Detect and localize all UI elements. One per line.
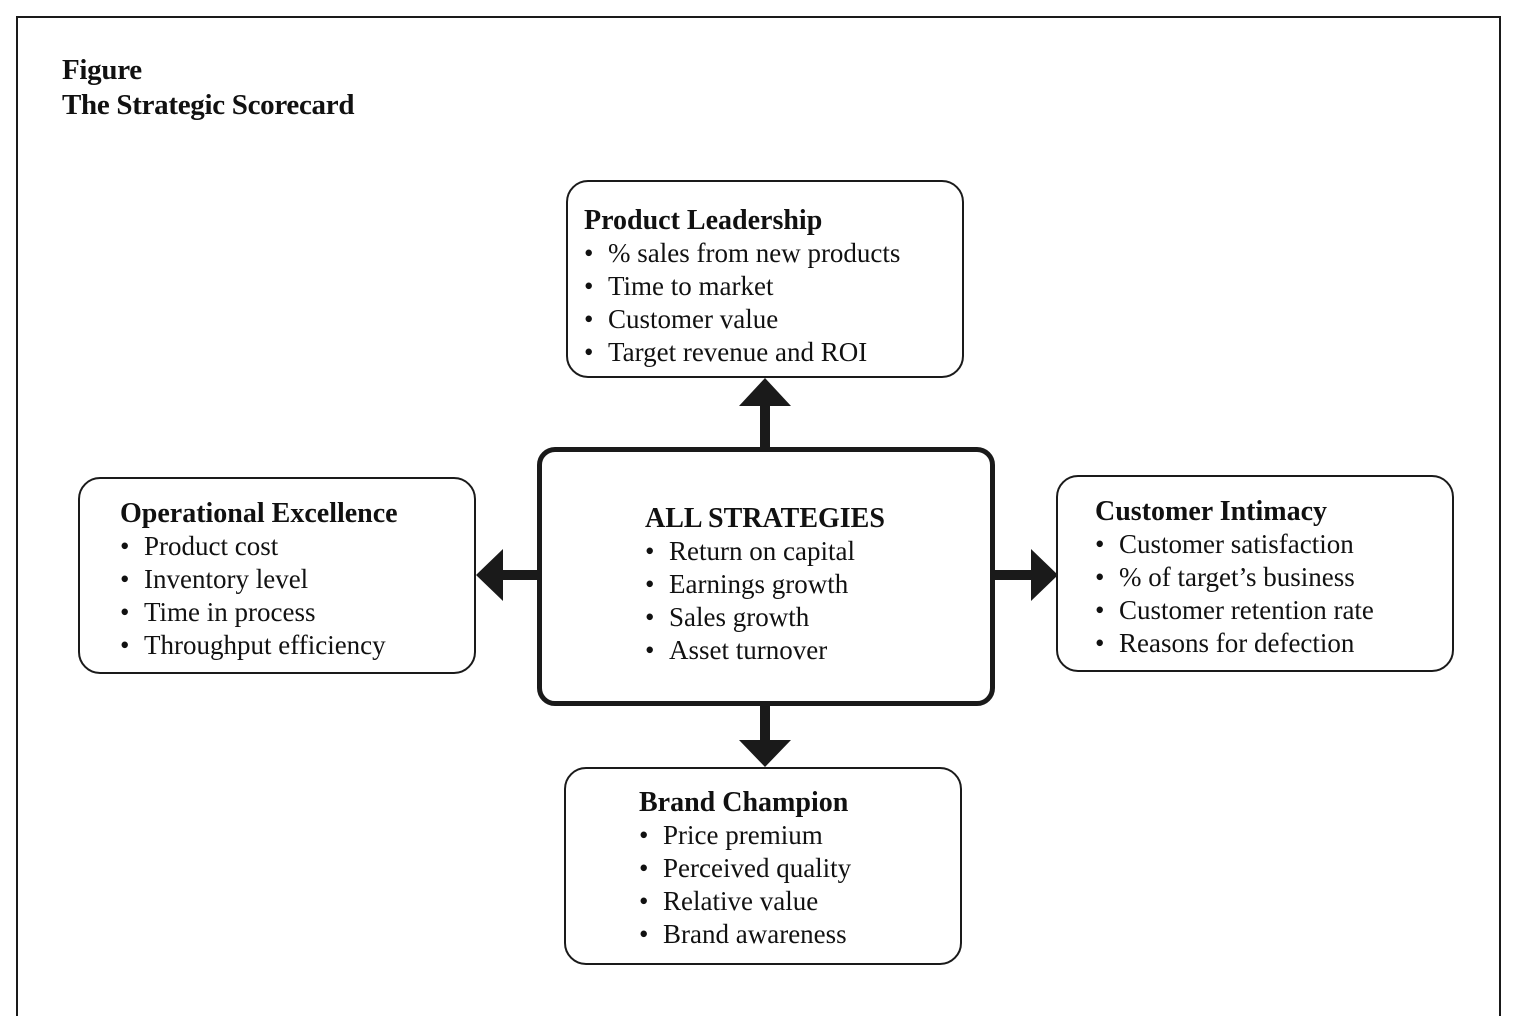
list-item: • Reasons for defection — [1095, 627, 1452, 660]
arrow-center-to-operational — [476, 549, 540, 601]
bullet-icon: • — [645, 635, 655, 665]
figure-frame — [16, 16, 1501, 1016]
metric-list: • % sales from new products • Time to mark… — [584, 237, 962, 369]
list-item: • Product cost — [120, 530, 474, 563]
metric-label: Target revenue and ROI — [608, 337, 868, 367]
metric-list: • Price premium • Perceived quality • Relat… — [639, 819, 960, 951]
list-item: • % of target’s business — [1095, 561, 1452, 594]
list-item: • Sales growth — [645, 601, 990, 634]
bullet-icon: • — [584, 271, 594, 301]
box-heading: Product Leadership — [584, 205, 823, 236]
metric-list: • Customer satisfaction • % of target’s bu… — [1095, 528, 1452, 660]
box-heading: ALL STRATEGIES — [645, 503, 885, 534]
list-item: • Time to market — [584, 270, 962, 303]
metric-label: Customer satisfaction — [1119, 529, 1354, 559]
brand-champion-box: Brand Champion • Price premium • Perceived… — [564, 767, 962, 965]
bullet-icon: • — [584, 337, 594, 367]
arrow-center-to-customer — [993, 549, 1058, 601]
metric-label: Return on capital — [669, 536, 855, 566]
box-heading: Brand Champion — [639, 787, 849, 818]
box-heading: Operational Excellence — [120, 498, 398, 529]
bullet-icon: • — [1095, 628, 1105, 658]
bullet-icon: • — [120, 564, 130, 594]
metric-label: Brand awareness — [663, 919, 847, 949]
metric-label: % of target’s business — [1119, 562, 1355, 592]
bullet-icon: • — [645, 602, 655, 632]
bullet-icon: • — [120, 531, 130, 561]
metric-label: Earnings growth — [669, 569, 849, 599]
list-item: • Relative value — [639, 885, 960, 918]
bullet-icon: • — [645, 536, 655, 566]
bullet-icon: • — [584, 238, 594, 268]
list-item: • Target revenue and ROI — [584, 336, 962, 369]
customer-intimacy-box: Customer Intimacy • Customer satisfaction… — [1056, 475, 1454, 672]
list-item: • Brand awareness — [639, 918, 960, 951]
metric-label: Reasons for defection — [1119, 628, 1355, 658]
arrow-center-to-brand — [739, 703, 791, 767]
list-item: • Return on capital — [645, 535, 990, 568]
metric-list: • Return on capital • Earnings growth • Sal… — [645, 535, 990, 667]
bullet-icon: • — [639, 853, 649, 883]
bullet-icon: • — [639, 886, 649, 916]
metric-label: Price premium — [663, 820, 823, 850]
list-item: • Price premium — [639, 819, 960, 852]
bullet-icon: • — [1095, 529, 1105, 559]
bullet-icon: • — [1095, 595, 1105, 625]
metric-label: Product cost — [144, 531, 279, 561]
arrow-center-to-product — [739, 378, 791, 450]
metric-label: Asset turnover — [669, 635, 828, 665]
all-strategies-box: ALL STRATEGIES • Return on capital • Earni… — [537, 447, 995, 706]
metric-label: Time to market — [608, 271, 774, 301]
bullet-icon: • — [120, 630, 130, 660]
operational-excellence-box: Operational Excellence • Product cost • In… — [78, 477, 476, 674]
metric-label: Inventory level — [144, 564, 309, 594]
list-item: • Throughput efficiency — [120, 629, 474, 662]
list-item: • % sales from new products — [584, 237, 962, 270]
bullet-icon: • — [584, 304, 594, 334]
list-item: • Customer retention rate — [1095, 594, 1452, 627]
figure-label: Figure — [62, 54, 142, 86]
metric-label: Relative value — [663, 886, 819, 916]
metric-label: % sales from new products — [608, 238, 901, 268]
box-heading: Customer Intimacy — [1095, 496, 1328, 527]
list-item: • Inventory level — [120, 563, 474, 596]
metric-label: Sales growth — [669, 602, 810, 632]
product-leadership-box: Product Leadership • % sales from new pro… — [566, 180, 964, 378]
metric-label: Time in process — [144, 597, 316, 627]
list-item: • Perceived quality — [639, 852, 960, 885]
metric-label: Throughput efficiency — [144, 630, 386, 660]
bullet-icon: • — [639, 919, 649, 949]
bullet-icon: • — [639, 820, 649, 850]
metric-label: Perceived quality — [663, 853, 852, 883]
list-item: • Customer value — [584, 303, 962, 336]
bullet-icon: • — [120, 597, 130, 627]
list-item: • Customer satisfaction — [1095, 528, 1452, 561]
metric-label: Customer value — [608, 304, 779, 334]
figure-title: The Strategic Scorecard — [62, 89, 355, 121]
list-item: • Asset turnover — [645, 634, 990, 667]
bullet-icon: • — [1095, 562, 1105, 592]
list-item: • Earnings growth — [645, 568, 990, 601]
bullet-icon: • — [645, 569, 655, 599]
list-item: • Time in process — [120, 596, 474, 629]
metric-label: Customer retention rate — [1119, 595, 1374, 625]
metric-list: • Product cost • Inventory level • Time in … — [120, 530, 474, 662]
